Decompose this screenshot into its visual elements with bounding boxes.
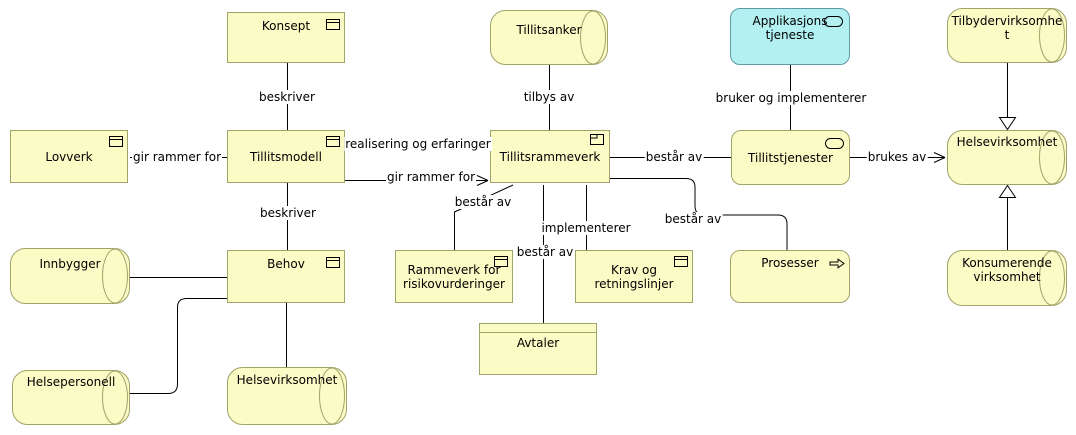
node-tillitstjenester[interactable]: Tillitstjenester: [731, 130, 850, 185]
node-tillitsrammeverk[interactable]: Tillitsrammeverk: [490, 130, 610, 183]
node-behov-label: Behov: [267, 257, 305, 271]
connector-label-realisering-og-erfaringer: realisering og erfaringer: [344, 137, 492, 151]
node-tillitsmodell[interactable]: Tillitsmodell: [227, 130, 345, 183]
service-icon: [825, 138, 844, 149]
node-rammeverk-risikovurderinger[interactable]: Rammeverk for risikovurderinger: [395, 250, 513, 303]
business-object-icon: [326, 257, 340, 268]
node-applikasjonstjeneste[interactable]: Applikasjons tjeneste: [730, 8, 850, 65]
node-tillitsrammeverk-label: Tillitsrammeverk: [499, 149, 601, 164]
connector-label-brukes-av: brukes av: [866, 150, 928, 164]
node-helsevirksomhet-nede-shape[interactable]: [227, 367, 347, 425]
connector-label-tilbys-av: tilbys av: [522, 90, 576, 104]
node-tilbydervirksomhet-label: Tilbydervirksomhe t: [951, 14, 1063, 42]
connector-label-beskriver-2: beskriver: [259, 206, 317, 220]
business-object-icon: [494, 256, 508, 267]
node-prosesser[interactable]: Prosesser: [730, 250, 850, 303]
business-object-icon: [109, 136, 123, 147]
node-behov[interactable]: Behov: [227, 250, 345, 303]
connector-label-bestar-av-4: består av: [515, 245, 575, 259]
node-helsepersonell-shape[interactable]: [12, 370, 130, 425]
node-innbygger-shape[interactable]: [10, 248, 130, 304]
node-helsepersonell[interactable]: Helsepersonell: [12, 370, 130, 425]
node-krav-retningslinjer[interactable]: Krav og retningslinjer: [575, 250, 693, 303]
connector-bestar-av-tillitsrammeverk-rammeverk[interactable]: [454, 184, 514, 250]
node-helsevirksomhet-hoyre[interactable]: Helsevirksomhet: [947, 130, 1067, 185]
node-tilbydervirksomhet-shape[interactable]: [947, 8, 1067, 63]
node-konsumerende-virksomhet-label: Konsumerende virksomhet: [962, 256, 1052, 284]
node-konsept[interactable]: Konsept: [227, 12, 345, 63]
node-konsumerende-virksomhet[interactable]: Konsumerende virksomhet: [947, 250, 1067, 306]
node-tillitsanker[interactable]: Tillitsanker: [490, 10, 608, 65]
node-helsevirksomhet-hoyre-label: Helsevirksomhet: [956, 135, 1058, 149]
node-avtaler[interactable]: Avtaler: [479, 323, 597, 375]
product-icon: [590, 134, 604, 145]
node-applikasjonstjeneste-label: Applikasjons tjeneste: [752, 14, 828, 42]
avtaler-top-band: [480, 324, 596, 333]
connector-label-bruker-og-implementerer: bruker og implementerer: [714, 91, 868, 105]
node-tillitsanker-label: Tillitsanker: [516, 23, 582, 37]
connector-label-beskriver-1: beskriver: [258, 90, 316, 104]
node-avtaler-label: Avtaler: [516, 336, 560, 350]
node-helsevirksomhet-nede[interactable]: Helsevirksomhet: [227, 367, 347, 425]
node-innbygger-label: Innbygger: [39, 257, 101, 271]
node-rammeverk-risikovurderinger-label: Rammeverk for risikovurderinger: [403, 262, 505, 291]
service-icon: [824, 16, 843, 27]
node-tillitstjenester-label: Tillitstjenester: [748, 150, 833, 165]
connector-helsepersonell-behov[interactable]: [130, 298, 227, 394]
generalization-arrow-down-icon: [998, 117, 1017, 131]
node-innbygger[interactable]: Innbygger: [10, 248, 130, 304]
node-tillitsanker-shape[interactable]: [490, 10, 608, 65]
node-krav-retningslinjer-label: Krav og retningslinjer: [594, 262, 674, 291]
node-lovverk[interactable]: Lovverk: [10, 130, 128, 183]
node-prosesser-label: Prosesser: [761, 256, 819, 270]
process-arrow-icon: [829, 258, 845, 269]
node-tillitsmodell-label: Tillitsmodell: [250, 149, 322, 164]
connector-label-bestar-av-3: består av: [453, 195, 513, 209]
node-helsevirksomhet-hoyre-shape[interactable]: [947, 130, 1067, 185]
business-object-icon: [326, 136, 340, 147]
connector-label-implementerer: implementerer: [540, 221, 632, 235]
connector-label-gir-rammer-for-2: gir rammer for: [386, 170, 476, 184]
node-helsevirksomhet-nede-label: Helsevirksomhet: [236, 373, 338, 387]
connector-label-bestar-av-2: består av: [663, 212, 723, 226]
generalization-arrow-up-icon: [998, 184, 1017, 198]
business-object-icon: [674, 256, 688, 267]
node-lovverk-label: Lovverk: [45, 149, 93, 164]
node-konsumerende-shape[interactable]: [947, 250, 1067, 306]
node-helsepersonell-label: Helsepersonell: [26, 375, 116, 389]
node-konsept-label: Konsept: [261, 19, 311, 33]
connector-label-gir-rammer-for-1: gir rammer for: [132, 150, 222, 164]
business-object-icon: [326, 19, 340, 30]
node-tilbydervirksomhet[interactable]: Tilbydervirksomhe t: [947, 8, 1067, 63]
connector-label-bestar-av-1: består av: [644, 150, 704, 164]
